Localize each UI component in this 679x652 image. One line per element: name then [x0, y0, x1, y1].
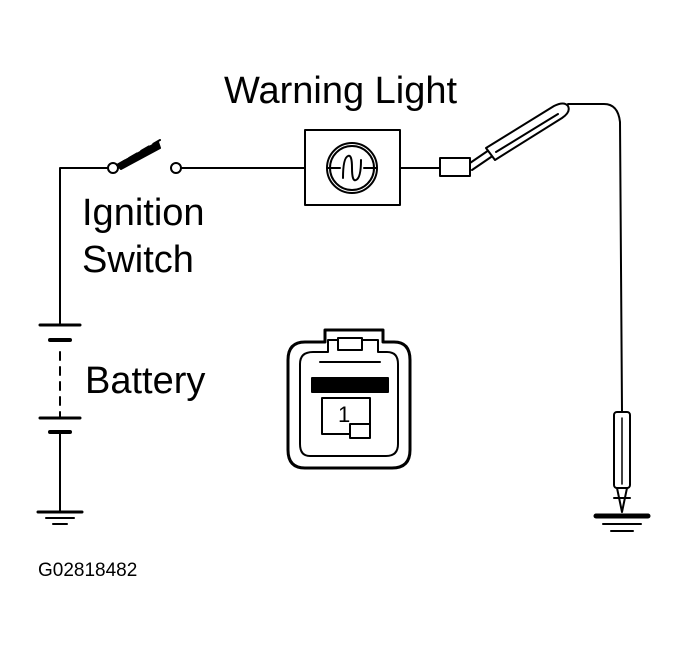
- battery-icon: [38, 323, 82, 434]
- figure-code: G02818482: [38, 560, 138, 581]
- ignition-label-line2: Switch: [82, 239, 194, 281]
- ground-probe-icon: [593, 411, 651, 532]
- warning-light-label: Warning Light: [224, 70, 458, 112]
- left-wire: [59, 167, 109, 326]
- ignition-label-line1: Ignition: [82, 192, 205, 234]
- wiring: [59, 103, 623, 513]
- probe-lead-wire: [567, 103, 623, 413]
- fuse-icon: [439, 157, 471, 177]
- test-probe-icon: [469, 102, 570, 171]
- ground-icon: [36, 510, 84, 525]
- connector-pin-label: 1: [338, 402, 351, 427]
- connector-icon: [286, 328, 412, 470]
- battery-label: Battery: [85, 360, 206, 402]
- ignition-switch-icon: [107, 139, 182, 174]
- warning-bulb-icon: [304, 129, 401, 206]
